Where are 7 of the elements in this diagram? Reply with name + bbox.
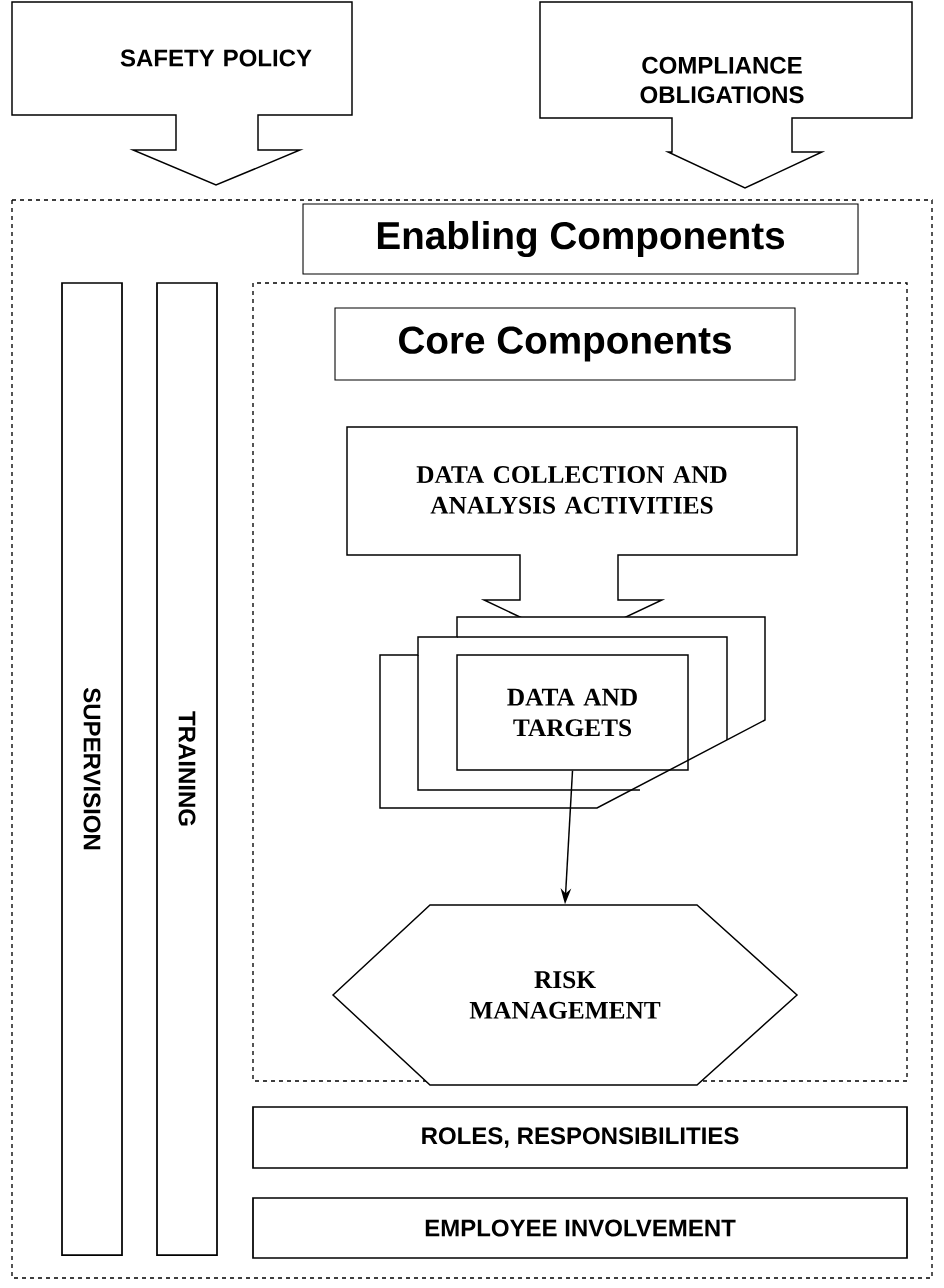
heading-box: Core Components (334, 307, 796, 381)
stacked-documents: DATA AND TARGETS (379, 616, 766, 809)
label-box: ROLES, RESPONSIBILITIES (252, 1106, 908, 1169)
vertical-bar: TRAINING (156, 282, 218, 1256)
label-box: EMPLOYEE INVOLVEMENT (252, 1197, 908, 1259)
vertical-bar: SUPERVISION (61, 282, 123, 1256)
heading-box: Enabling Components (302, 203, 859, 275)
